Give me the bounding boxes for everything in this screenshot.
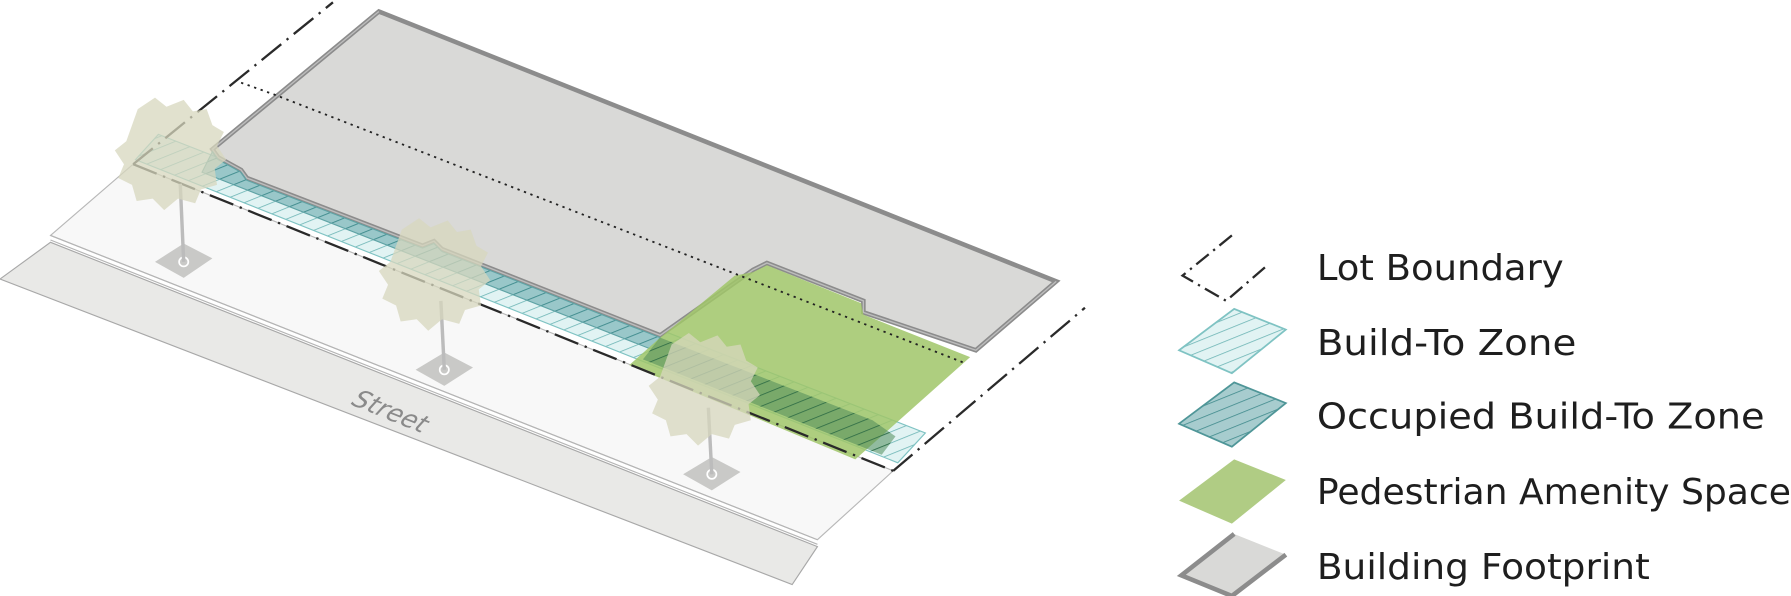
tree	[114, 97, 227, 278]
street-area: Street	[0, 163, 895, 586]
lot-boundary-icon	[1180, 234, 1270, 303]
legend-item-building-footprint: Building Footprint	[1176, 532, 1650, 596]
tree-canopy-icon	[378, 218, 491, 331]
tree-canopy-icon	[648, 333, 761, 446]
tree	[378, 218, 491, 386]
pedestrian-amenity-space	[629, 265, 971, 460]
street	[0, 241, 819, 586]
building-footprint-icon	[1181, 533, 1286, 596]
legend-label: Lot Boundary	[1317, 248, 1564, 289]
legend: Lot Boundary Build-To Zone Occupied Buil…	[1176, 234, 1791, 596]
curb-line	[50, 239, 818, 545]
legend-item-build-to-zone: Build-To Zone	[1177, 307, 1576, 375]
legend-label: Build-To Zone	[1317, 323, 1576, 364]
tree	[648, 333, 761, 491]
curb-line	[50, 234, 818, 541]
legend-item-pedestrian-amenity-space: Pedestrian Amenity Space	[1179, 459, 1791, 524]
build-to-zone-icon	[1177, 307, 1288, 375]
legend-item-occupied-build-to-zone: Occupied Build-To Zone	[1177, 381, 1765, 448]
tree-canopy-icon	[114, 97, 227, 211]
legend-item-lot-boundary: Lot Boundary	[1180, 234, 1564, 303]
street-trees	[114, 97, 761, 491]
legend-label: Pedestrian Amenity Space	[1317, 472, 1791, 513]
legend-label: Building Footprint	[1317, 547, 1650, 588]
occupied-build-to-zone-icon	[1177, 381, 1288, 448]
legend-label: Occupied Build-To Zone	[1317, 396, 1765, 437]
pedestrian-amenity-icon	[1179, 459, 1286, 524]
